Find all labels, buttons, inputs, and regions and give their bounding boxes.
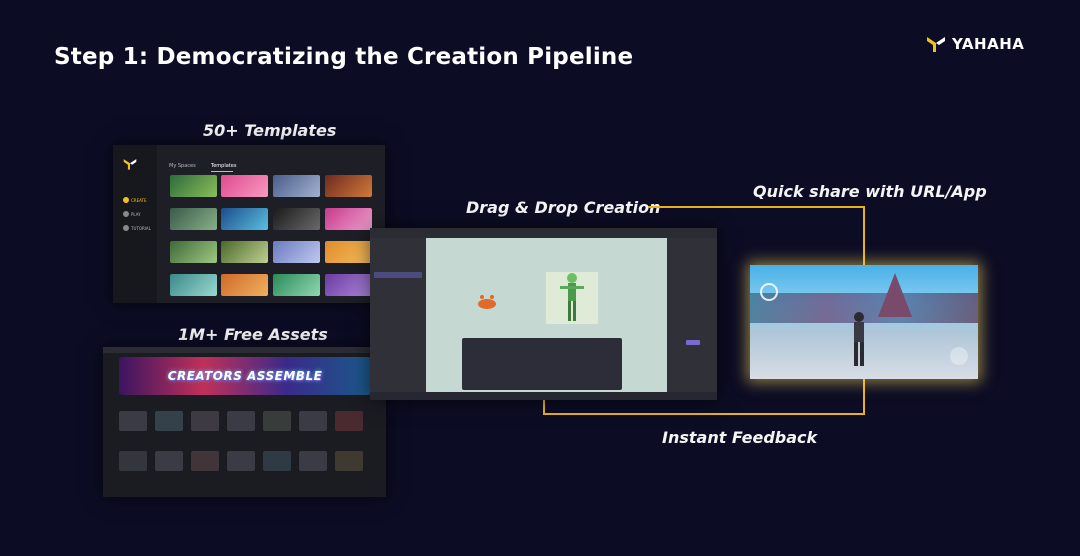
assets-grid: [119, 411, 371, 491]
template-thumb[interactable]: [170, 241, 217, 263]
connector-bottom-up: [863, 378, 865, 415]
template-thumb[interactable]: [170, 208, 217, 230]
inspector-button[interactable]: [686, 340, 700, 345]
templates-screenshot: CREATE PLAY TUTORIAL My Spaces Templates: [113, 145, 385, 303]
game-screenshot: [750, 265, 978, 379]
minimap-icon[interactable]: [760, 283, 778, 301]
yahaha-logo-icon: [927, 37, 945, 52]
editor-toolbar: [370, 392, 717, 400]
assets-banner: CREATORS ASSEMBLE: [119, 357, 371, 395]
play-icon[interactable]: [950, 347, 968, 365]
connector-bottom: [543, 413, 865, 415]
template-thumb[interactable]: [273, 241, 320, 263]
sidebar-item-play[interactable]: PLAY: [131, 212, 141, 217]
character-model[interactable]: [560, 272, 584, 324]
editor-screenshot: [370, 228, 717, 400]
yahaha-logo: YAHAHA: [926, 34, 1024, 54]
connector-bottom-stub: [543, 400, 545, 415]
caption-feedback: Instant Feedback: [662, 428, 818, 447]
template-thumb[interactable]: [170, 175, 217, 197]
hierarchy-panel: [370, 238, 426, 400]
template-thumb[interactable]: [273, 208, 320, 230]
template-thumb[interactable]: [325, 175, 372, 197]
sidebar-item-tutorial[interactable]: TUTORIAL: [131, 226, 151, 231]
connector-top: [648, 206, 865, 208]
template-thumb[interactable]: [221, 241, 268, 263]
template-thumb[interactable]: [273, 175, 320, 197]
asset-picker-panel: [462, 338, 622, 390]
template-thumb[interactable]: [325, 274, 372, 296]
tab-templates[interactable]: Templates: [211, 163, 237, 169]
template-thumb[interactable]: [325, 208, 372, 230]
template-thumb[interactable]: [273, 274, 320, 296]
assets-screenshot: CREATORS ASSEMBLE: [103, 347, 386, 497]
template-thumb[interactable]: [221, 274, 268, 296]
template-thumb[interactable]: [221, 208, 268, 230]
caption-templates: 50+ Templates: [203, 121, 337, 140]
template-thumb[interactable]: [170, 274, 217, 296]
template-thumb[interactable]: [325, 241, 372, 263]
player-character: [854, 312, 864, 366]
caption-quick-share: Quick share with URL/App: [753, 182, 987, 201]
tab-my-spaces[interactable]: My Spaces: [169, 163, 196, 169]
caption-assets: 1M+ Free Assets: [178, 325, 328, 344]
inspector-panel: [667, 238, 717, 400]
yahaha-logo-icon: [123, 159, 137, 170]
connector-top-down: [863, 206, 865, 266]
template-thumb[interactable]: [221, 175, 268, 197]
slide-title: Step 1: Democratizing the Creation Pipel…: [54, 44, 634, 70]
sidebar-item-create[interactable]: CREATE: [131, 198, 147, 203]
templates-sidebar: [113, 145, 157, 303]
logo-text: YAHAHA: [952, 35, 1025, 53]
banner-text: CREATORS ASSEMBLE: [167, 369, 323, 383]
crab-model[interactable]: [476, 294, 498, 310]
caption-drag-drop: Drag & Drop Creation: [466, 198, 661, 217]
